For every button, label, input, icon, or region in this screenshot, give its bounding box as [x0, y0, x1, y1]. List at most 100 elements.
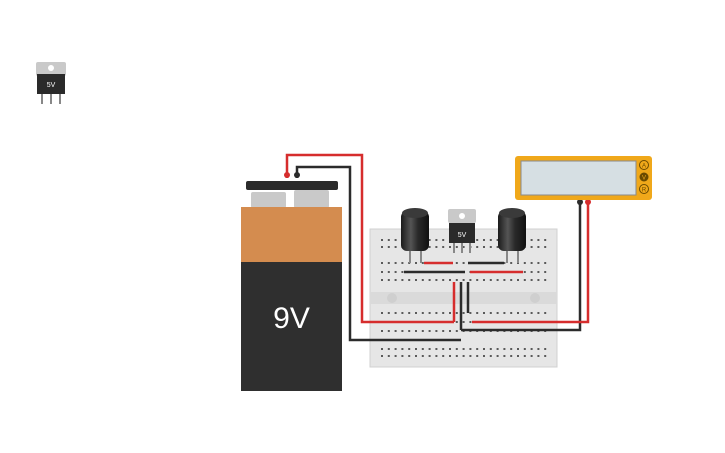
- breadboard-hole[interactable]: [381, 312, 383, 314]
- breadboard-hole[interactable]: [476, 279, 479, 281]
- breadboard-hole[interactable]: [537, 348, 540, 350]
- breadboard-hole[interactable]: [421, 312, 424, 314]
- breadboard-hole[interactable]: [537, 246, 540, 248]
- multimeter-mode-a[interactable]: A: [639, 160, 649, 170]
- breadboard-hole[interactable]: [442, 330, 445, 332]
- breadboard-hole[interactable]: [483, 246, 485, 248]
- breadboard-hole[interactable]: [428, 279, 431, 281]
- breadboard-hole[interactable]: [517, 355, 519, 357]
- breadboard-hole[interactable]: [469, 321, 472, 323]
- breadboard-hole[interactable]: [421, 348, 424, 350]
- breadboard-hole[interactable]: [523, 312, 526, 314]
- breadboard-hole[interactable]: [544, 271, 547, 273]
- breadboard-hole[interactable]: [415, 348, 417, 350]
- breadboard-hole[interactable]: [489, 239, 492, 241]
- breadboard-hole[interactable]: [435, 330, 438, 332]
- breadboard-hole[interactable]: [421, 330, 424, 332]
- breadboard-hole[interactable]: [449, 312, 451, 314]
- breadboard-hole[interactable]: [387, 355, 390, 357]
- breadboard-hole[interactable]: [544, 279, 547, 281]
- breadboard-hole[interactable]: [455, 321, 458, 323]
- breadboard-hole[interactable]: [408, 355, 411, 357]
- breadboard-hole[interactable]: [421, 279, 424, 281]
- breadboard-hole[interactable]: [394, 239, 397, 241]
- breadboard-hole[interactable]: [523, 348, 526, 350]
- breadboard-hole[interactable]: [510, 312, 513, 314]
- breadboard-hole[interactable]: [455, 330, 458, 332]
- breadboard-hole[interactable]: [415, 330, 417, 332]
- breadboard-hole[interactable]: [387, 348, 390, 350]
- multimeter-mode-r[interactable]: R: [639, 184, 649, 194]
- breadboard-hole[interactable]: [476, 239, 479, 241]
- breadboard-hole[interactable]: [442, 312, 445, 314]
- breadboard-hole[interactable]: [394, 355, 397, 357]
- breadboard-hole[interactable]: [503, 355, 506, 357]
- breadboard-hole[interactable]: [408, 330, 411, 332]
- breadboard-hole[interactable]: [523, 279, 526, 281]
- breadboard-hole[interactable]: [387, 279, 390, 281]
- breadboard-hole[interactable]: [476, 348, 479, 350]
- breadboard-hole[interactable]: [415, 262, 417, 264]
- breadboard-hole[interactable]: [428, 355, 431, 357]
- breadboard-hole[interactable]: [537, 355, 540, 357]
- breadboard-hole[interactable]: [483, 239, 485, 241]
- breadboard-hole[interactable]: [483, 279, 485, 281]
- breadboard-hole[interactable]: [510, 279, 513, 281]
- breadboard-hole[interactable]: [537, 279, 540, 281]
- breadboard-hole[interactable]: [496, 239, 499, 241]
- breadboard-hole[interactable]: [449, 246, 451, 248]
- breadboard-hole[interactable]: [394, 271, 397, 273]
- breadboard-hole[interactable]: [381, 271, 383, 273]
- breadboard-hole[interactable]: [408, 348, 411, 350]
- breadboard-hole[interactable]: [503, 348, 506, 350]
- breadboard-hole[interactable]: [381, 279, 383, 281]
- breadboard-hole[interactable]: [483, 312, 485, 314]
- breadboard-hole[interactable]: [428, 246, 431, 248]
- wires[interactable]: [284, 153, 591, 342]
- breadboard-hole[interactable]: [387, 246, 390, 248]
- multimeter[interactable]: A V R: [515, 156, 652, 200]
- breadboard-hole[interactable]: [537, 271, 540, 273]
- breadboard-hole[interactable]: [394, 348, 397, 350]
- breadboard-hole[interactable]: [394, 330, 397, 332]
- breadboard-hole[interactable]: [435, 239, 438, 241]
- breadboard-hole[interactable]: [462, 246, 465, 248]
- breadboard-hole[interactable]: [387, 271, 390, 273]
- breadboard-hole[interactable]: [381, 348, 383, 350]
- breadboard-hole[interactable]: [476, 312, 479, 314]
- breadboard-hole[interactable]: [381, 355, 383, 357]
- breadboard-hole[interactable]: [401, 312, 404, 314]
- breadboard-hole[interactable]: [421, 262, 424, 264]
- breadboard[interactable]: [369, 228, 558, 368]
- breadboard-hole[interactable]: [496, 312, 499, 314]
- breadboard-hole[interactable]: [381, 330, 383, 332]
- breadboard-hole[interactable]: [496, 355, 499, 357]
- breadboard-hole[interactable]: [415, 279, 417, 281]
- breadboard-hole[interactable]: [381, 246, 383, 248]
- breadboard-hole[interactable]: [394, 279, 397, 281]
- breadboard-hole[interactable]: [489, 312, 492, 314]
- breadboard-hole[interactable]: [523, 355, 526, 357]
- breadboard-hole[interactable]: [387, 312, 390, 314]
- breadboard-hole[interactable]: [537, 262, 540, 264]
- breadboard-hole[interactable]: [401, 271, 404, 273]
- breadboard-hole[interactable]: [401, 262, 404, 264]
- breadboard-hole[interactable]: [408, 312, 411, 314]
- breadboard-hole[interactable]: [496, 279, 499, 281]
- breadboard-hole[interactable]: [387, 239, 390, 241]
- breadboard-hole[interactable]: [435, 279, 438, 281]
- breadboard-hole[interactable]: [442, 239, 445, 241]
- breadboard-hole[interactable]: [544, 355, 547, 357]
- breadboard-hole[interactable]: [544, 246, 547, 248]
- breadboard-hole[interactable]: [530, 312, 533, 314]
- breadboard-hole[interactable]: [442, 279, 445, 281]
- breadboard-hole[interactable]: [428, 348, 431, 350]
- breadboard-hole[interactable]: [489, 355, 492, 357]
- breadboard-hole[interactable]: [544, 348, 547, 350]
- breadboard-hole[interactable]: [462, 262, 465, 264]
- breadboard-hole[interactable]: [530, 239, 533, 241]
- breadboard-hole[interactable]: [387, 330, 390, 332]
- breadboard-hole[interactable]: [517, 348, 519, 350]
- breadboard-hole[interactable]: [489, 279, 492, 281]
